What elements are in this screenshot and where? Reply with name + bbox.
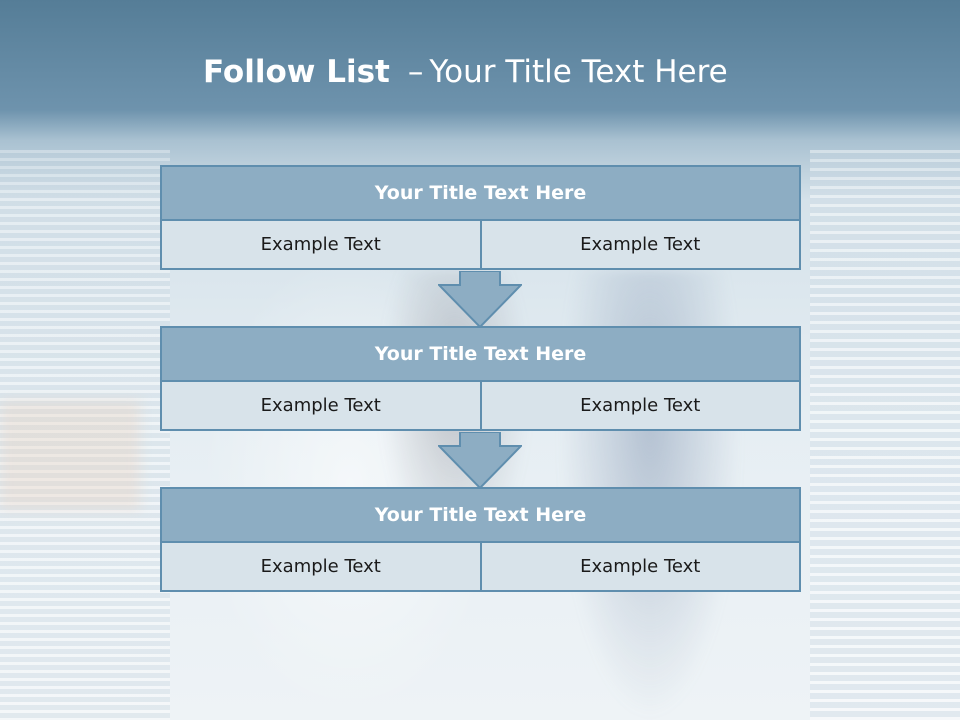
block-cell-left[interactable]: Example Text xyxy=(260,395,381,416)
slide-title-rest: Your Title Text Here xyxy=(429,54,728,90)
block-cell-left[interactable]: Example Text xyxy=(260,556,381,577)
block-cell-right[interactable]: Example Text xyxy=(479,221,800,268)
list-block-1[interactable]: Your Title Text Here Example Text Exampl… xyxy=(160,165,801,270)
block-cells-row: Example Text Example Text xyxy=(160,543,801,592)
background-blinds-right xyxy=(810,150,960,720)
list-block-3[interactable]: Your Title Text Here Example Text Exampl… xyxy=(160,487,801,592)
block-header[interactable]: Your Title Text Here xyxy=(160,326,801,382)
slide-title-bold: Follow List xyxy=(203,54,390,90)
block-cell-right[interactable]: Example Text xyxy=(479,543,800,590)
list-block-2[interactable]: Your Title Text Here Example Text Exampl… xyxy=(160,326,801,431)
background-warm-patch xyxy=(0,400,140,510)
block-cell-left[interactable]: Example Text xyxy=(260,234,381,255)
slide-title-separator: – xyxy=(407,54,424,90)
block-cell-right[interactable]: Example Text xyxy=(479,382,800,429)
block-cells-row: Example Text Example Text xyxy=(160,382,801,431)
down-arrow-icon xyxy=(438,271,522,329)
block-cells-row: Example Text Example Text xyxy=(160,221,801,270)
block-header[interactable]: Your Title Text Here xyxy=(160,165,801,221)
slide-title[interactable]: Follow List–Your Title Text Here xyxy=(203,54,728,98)
down-arrow-icon xyxy=(438,432,522,490)
background-blinds-left xyxy=(0,150,170,720)
block-header[interactable]: Your Title Text Here xyxy=(160,487,801,543)
